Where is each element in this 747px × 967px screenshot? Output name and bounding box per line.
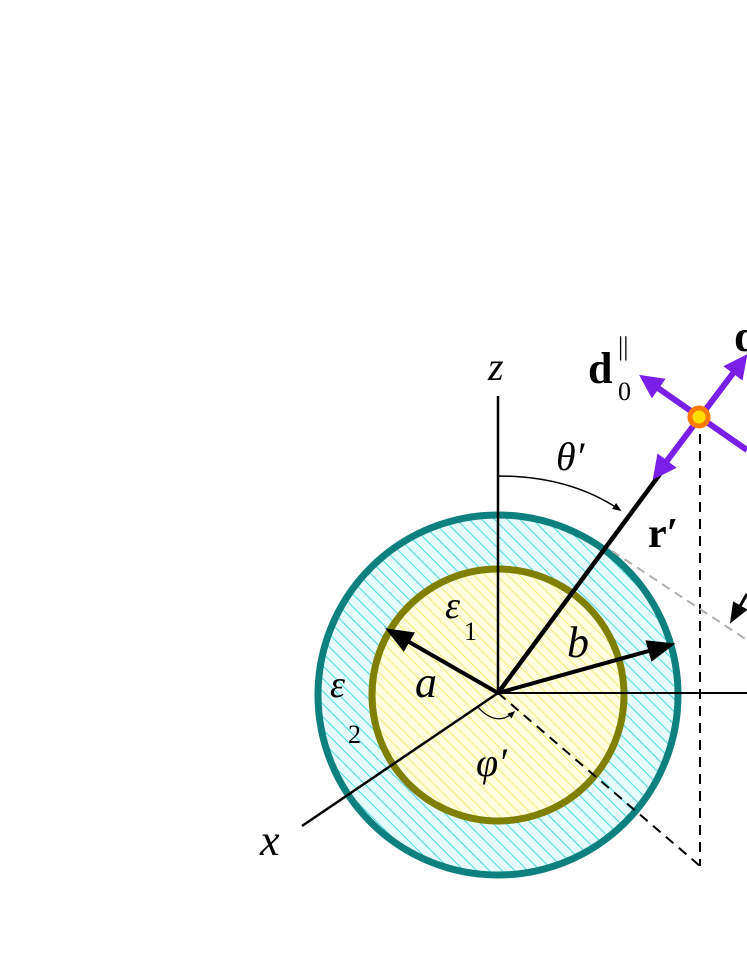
- epsilon-1-label: ε: [445, 585, 460, 627]
- r-prime-line: [496, 472, 662, 695]
- z-axis-label: z: [487, 344, 504, 389]
- x-axis-label: x: [259, 816, 280, 865]
- radius-a-arrow: [385, 628, 499, 695]
- dipole-point-icon: [687, 405, 711, 429]
- grey-dashed-line: [611, 550, 747, 641]
- theta-prime-arc: [497, 475, 622, 512]
- x-axis-line: [301, 691, 499, 828]
- radius-b-label: b: [567, 618, 589, 667]
- projection-dashed-line: [497, 692, 701, 867]
- epsilon-2-label: ε: [330, 664, 345, 706]
- phi-prime-arc: [476, 705, 516, 720]
- dipole-parallel-superscript: ||: [618, 332, 628, 361]
- radius-a-label: a: [415, 658, 437, 707]
- theta-prime-label: θ′: [556, 434, 586, 479]
- phi-prime-label: φ′: [476, 740, 508, 785]
- radius-b-arrow: [497, 640, 676, 695]
- dipole-parallel-label: d: [588, 344, 612, 393]
- epsilon-1-subscript: 1: [464, 617, 477, 646]
- dipole-parallel-subscript: 0: [618, 377, 631, 406]
- edge-arrow: [729, 593, 747, 624]
- dipole-second-label: d: [734, 312, 747, 361]
- r-prime-label: r′: [648, 511, 678, 557]
- epsilon-2-subscript: 2: [348, 720, 361, 749]
